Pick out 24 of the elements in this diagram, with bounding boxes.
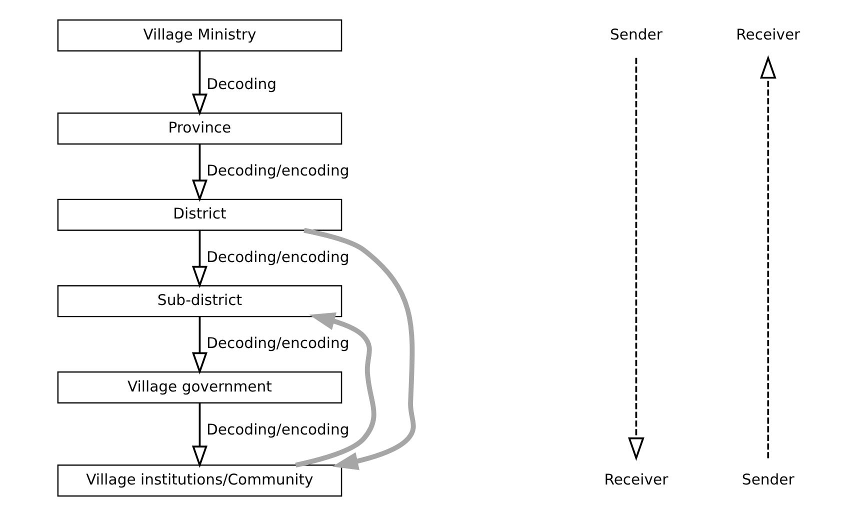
node-box: Village Ministry bbox=[56, 19, 342, 52]
node-box: Province bbox=[56, 112, 342, 145]
node-text: Receiver bbox=[604, 471, 668, 488]
arrow bbox=[191, 230, 207, 288]
edge-label: Decoding/encoding bbox=[206, 162, 349, 180]
arrow bbox=[303, 228, 416, 470]
node-text: Sender bbox=[741, 471, 794, 488]
arrow bbox=[191, 144, 207, 202]
arrow bbox=[294, 312, 376, 468]
edge-label: Decoding/encoding bbox=[206, 248, 349, 266]
node-box: Village institutions/Community bbox=[56, 464, 342, 497]
node-box: District bbox=[56, 198, 342, 231]
node-box: Village government bbox=[56, 371, 342, 404]
arrow bbox=[191, 316, 207, 374]
edge-label: Decoding/encoding bbox=[206, 335, 349, 352]
node-text: Receiver bbox=[736, 26, 800, 44]
node-box: Sub-district bbox=[56, 285, 342, 318]
edge-label: Decoding/encoding bbox=[206, 421, 349, 438]
node-text: Sender bbox=[610, 26, 662, 44]
arrow bbox=[191, 51, 207, 116]
arrow bbox=[628, 58, 644, 461]
edge-label: Decoding bbox=[206, 76, 276, 94]
arrow bbox=[191, 403, 207, 468]
arrow bbox=[759, 55, 776, 458]
